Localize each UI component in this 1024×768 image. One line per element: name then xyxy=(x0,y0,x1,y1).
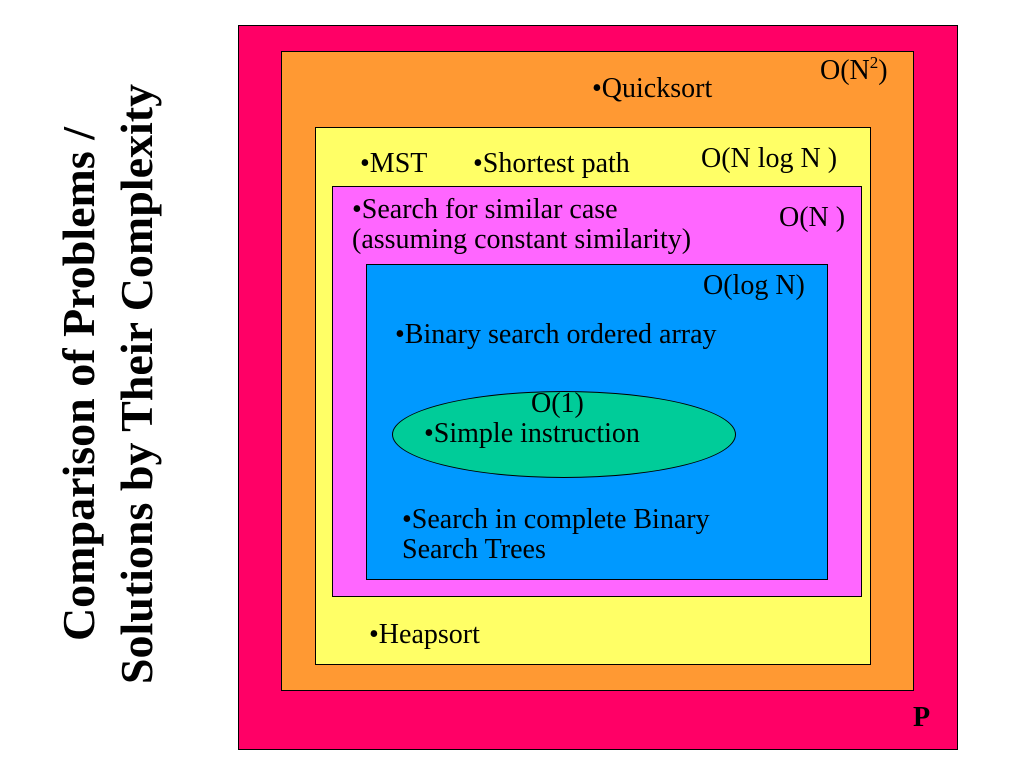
item-search-similar-case-line-2: (assuming constant similarity) xyxy=(352,224,692,255)
label-o-n-squared: O(N2) xyxy=(820,53,888,86)
label-o-n-squared-close: ) xyxy=(878,55,888,86)
item-simple-instruction: •Simple instruction xyxy=(424,418,640,449)
label-o-n-squared-base: O(N xyxy=(820,55,870,86)
item-search-similar-case-line-1: •Search for similar case xyxy=(352,194,618,225)
item-quicksort: •Quicksort xyxy=(592,73,713,104)
label-o-n-squared-exp: 2 xyxy=(869,53,879,72)
title-line-1: Comparison of Problems / xyxy=(53,126,104,642)
set-o-1 xyxy=(392,391,736,478)
label-o-log-n: O(log N) xyxy=(703,270,805,301)
item-search-bst-line-2: Search Trees xyxy=(402,534,546,565)
label-o-n-log-n: O(N log N ) xyxy=(701,143,838,174)
label-o-n: O(N ) xyxy=(779,202,846,233)
title-line-2: Solutions by Their Complexity xyxy=(111,83,162,685)
item-heapsort: •Heapsort xyxy=(369,619,480,650)
item-search-bst: •Search in complete Binary Search Trees xyxy=(402,505,710,565)
item-shortest-path: •Shortest path xyxy=(473,148,630,179)
label-o-1: O(1) xyxy=(531,388,584,419)
item-search-bst-line-1: •Search in complete Binary xyxy=(402,504,710,535)
item-search-similar-case: •Search for similar case (assuming const… xyxy=(352,195,691,255)
label-p: P xyxy=(913,702,931,733)
item-binary-search-array: •Binary search ordered array xyxy=(395,319,717,350)
item-mst: •MST xyxy=(360,148,428,179)
slide-title: Comparison of Problems / Solutions by Th… xyxy=(50,84,166,684)
